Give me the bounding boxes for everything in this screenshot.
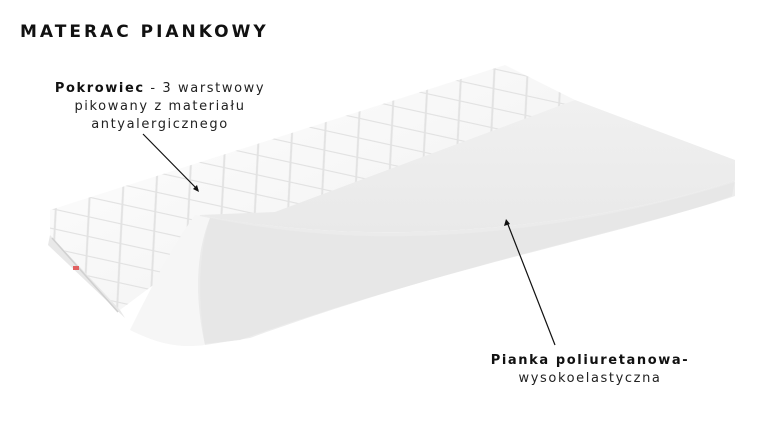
cover-annotation-line3: antyalergicznego xyxy=(91,117,229,132)
foam-annotation-line1: Pianka poliuretanowa- xyxy=(490,353,690,368)
brand-tag xyxy=(73,266,79,270)
cover-annotation: Pokrowiec - 3 warstwowy pikowany z mater… xyxy=(30,80,290,134)
page-title: MATERAC PIANKOWY xyxy=(20,22,269,42)
foam-annotation: Pianka poliuretanowa- wysokoelastyczna xyxy=(470,352,710,388)
foam-annotation-line2: wysokoelastyczna xyxy=(518,371,662,386)
cover-annotation-line2: pikowany z materiału xyxy=(74,99,246,114)
foam-layer xyxy=(130,100,736,347)
cover-annotation-bold: Pokrowiec xyxy=(54,81,145,96)
foam-arrow xyxy=(504,219,556,346)
cover-annotation-line1: - 3 warstwowy xyxy=(144,81,266,96)
cover-arrow xyxy=(142,133,199,192)
